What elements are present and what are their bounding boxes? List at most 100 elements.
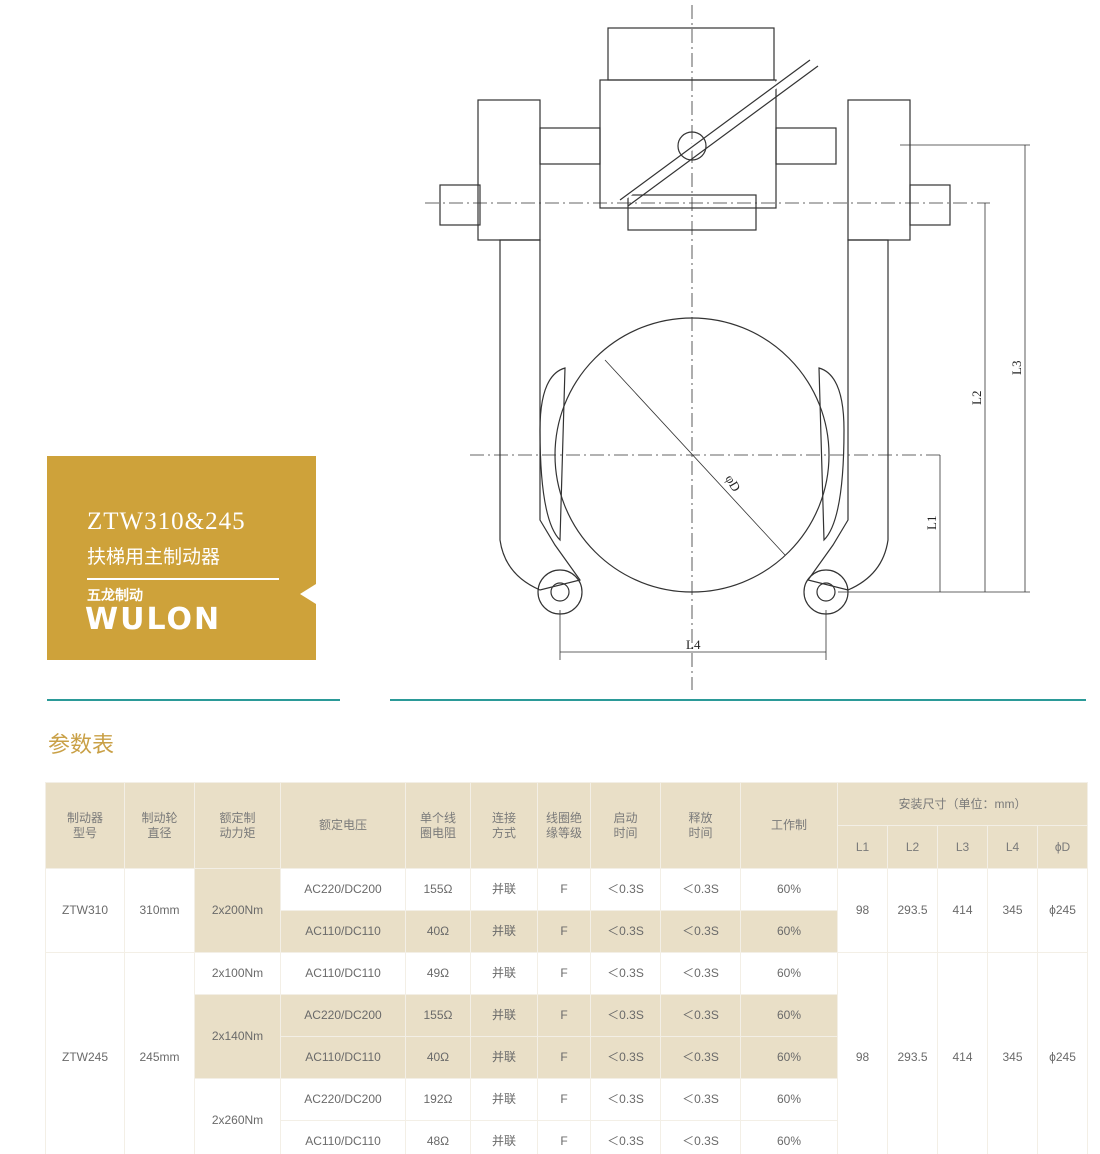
value-cell: 155Ω: [405, 994, 471, 1037]
section-title: 参数表: [48, 733, 115, 758]
brand-name-cn: 五龙制动: [87, 587, 143, 603]
value-cell: ＜0.3S: [660, 1078, 741, 1121]
value-cell: 155Ω: [405, 868, 471, 911]
column-header: 制动轮 直径: [124, 782, 195, 869]
value-cell: AC220/DC200: [280, 1078, 406, 1121]
dimension-cell: 345: [987, 868, 1038, 953]
value-cell: 60%: [740, 994, 838, 1037]
brake-technical-drawing: L1 L2 L3 L4 φD: [425, 5, 1030, 690]
product-subtitle: 扶梯用主制动器: [87, 546, 221, 568]
value-cell: AC110/DC110: [280, 1120, 406, 1154]
dimension-cell: ϕ245: [1036, 868, 1089, 953]
notch-arrow-icon: [300, 584, 316, 604]
dimension-cell: ϕ245: [1036, 952, 1089, 1154]
value-cell: F: [537, 868, 591, 911]
diameter-cell: 245mm: [124, 952, 195, 1154]
electromagnet-body: [599, 79, 777, 209]
value-cell: ＜0.3S: [590, 1120, 661, 1154]
value-cell: ＜0.3S: [590, 952, 661, 995]
torque-cell: 2x140Nm: [194, 994, 281, 1079]
label-L1: L1: [924, 516, 939, 530]
label-diameter: φD: [722, 472, 743, 494]
torque-cell: 2x100Nm: [194, 952, 281, 995]
model-cell: ZTW245: [45, 952, 125, 1154]
value-cell: 48Ω: [405, 1120, 471, 1154]
dimension-lines: [559, 144, 1030, 660]
value-cell: 60%: [740, 910, 838, 953]
product-title-panel: ZTW310&245 扶梯用主制动器 五龙制动 WULON: [47, 456, 316, 660]
value-cell: ＜0.3S: [660, 868, 741, 911]
value-cell: 并联: [470, 952, 538, 995]
right-shoe: [818, 367, 845, 542]
dimension-column-header: L2: [887, 825, 938, 869]
value-cell: ＜0.3S: [590, 1078, 661, 1121]
value-cell: 60%: [740, 1078, 838, 1121]
value-cell: 60%: [740, 952, 838, 995]
dimension-header: 安装尺寸（单位：mm）: [836, 782, 1089, 826]
value-cell: ＜0.3S: [660, 1120, 741, 1154]
header-row: 制动器 型号制动轮 直径额定制 动力矩额定电压单个线 圈电阻连接 方式线圈绝 缘…: [45, 782, 1089, 869]
value-cell: 并联: [470, 994, 538, 1037]
label-L3: L3: [1009, 361, 1024, 375]
dimension-column-header: L1: [837, 825, 888, 869]
divider: [87, 578, 279, 580]
label-L4: L4: [686, 637, 701, 652]
left-shoe: [539, 367, 566, 542]
dimension-cell: 414: [937, 952, 988, 1154]
value-cell: 60%: [740, 1120, 838, 1154]
column-header: 制动器 型号: [45, 782, 125, 869]
brake-wheel: [554, 317, 830, 593]
divider-left: [47, 699, 340, 701]
value-cell: 40Ω: [405, 1036, 471, 1079]
value-cell: 60%: [740, 1036, 838, 1079]
value-cell: AC220/DC200: [280, 994, 406, 1037]
value-cell: ＜0.3S: [660, 1036, 741, 1079]
dimension-cell: 414: [937, 868, 988, 953]
label-L2: L2: [969, 391, 984, 405]
dimension-cell: 293.5: [887, 868, 938, 953]
dimension-cell: 345: [987, 952, 1038, 1154]
model-cell: ZTW310: [45, 868, 125, 953]
value-cell: AC110/DC110: [280, 910, 406, 953]
column-header: 连接 方式: [470, 782, 538, 869]
column-header: 释放 时间: [660, 782, 741, 869]
parameter-table: 制动器 型号制动轮 直径额定制 动力矩额定电压单个线 圈电阻连接 方式线圈绝 缘…: [45, 782, 1089, 1154]
divider-right: [390, 699, 1086, 701]
dimension-column-header: ϕD: [1036, 825, 1089, 869]
value-cell: 并联: [470, 1036, 538, 1079]
column-header: 额定制 动力矩: [194, 782, 281, 869]
value-cell: ＜0.3S: [660, 910, 741, 953]
dimension-cell: 98: [837, 952, 888, 1154]
value-cell: ＜0.3S: [660, 994, 741, 1037]
dimension-cell: 293.5: [887, 952, 938, 1154]
dimension-cell: 98: [837, 868, 888, 953]
column-header: 启动 时间: [590, 782, 661, 869]
column-header: 线圈绝 缘等级: [537, 782, 591, 869]
left-arm: [499, 239, 582, 591]
value-cell: ＜0.3S: [590, 910, 661, 953]
value-cell: AC110/DC110: [280, 952, 406, 995]
column-header: 额定电压: [280, 782, 406, 869]
brand-logo: WULON: [85, 602, 222, 637]
value-cell: F: [537, 952, 591, 995]
value-cell: AC110/DC110: [280, 1036, 406, 1079]
right-arm: [806, 239, 889, 591]
dimension-column-header: L4: [987, 825, 1038, 869]
center-lines: [425, 5, 990, 690]
value-cell: F: [537, 994, 591, 1037]
product-model: ZTW310&245: [87, 508, 246, 535]
value-cell: F: [537, 1120, 591, 1154]
torque-cell: 2x200Nm: [194, 868, 281, 953]
value-cell: AC220/DC200: [280, 868, 406, 911]
value-cell: F: [537, 910, 591, 953]
value-cell: 40Ω: [405, 910, 471, 953]
value-cell: ＜0.3S: [590, 1036, 661, 1079]
